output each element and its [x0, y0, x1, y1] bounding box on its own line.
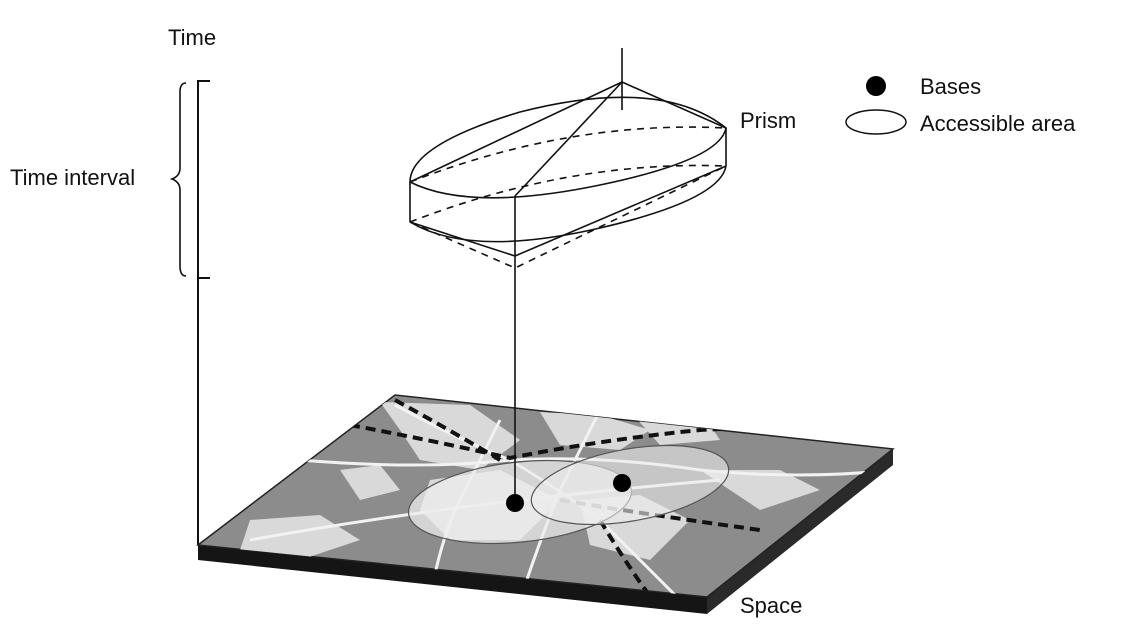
slab-front-edge	[198, 545, 707, 614]
legend-accessible-area-label: Accessible area	[920, 111, 1076, 136]
prism-back-dashed	[409, 126, 727, 223]
space-axis-label: Space	[740, 593, 803, 618]
prism-top-ellipse	[409, 96, 727, 199]
base-1	[506, 494, 524, 512]
time-interval-brace	[169, 82, 187, 277]
slab-right-edge	[707, 449, 893, 614]
prism-bottom-front	[409, 165, 727, 243]
legend-accessible-area-icon	[845, 109, 907, 135]
legend-bases-icon	[866, 76, 886, 96]
time-axis	[197, 80, 210, 545]
time-interval-label: Time interval	[10, 165, 136, 190]
prism	[409, 48, 727, 500]
legend-bases-label: Bases	[920, 74, 982, 99]
base-2	[613, 474, 631, 492]
time-axis-label: Time	[168, 25, 217, 50]
prism-label: Prism	[740, 108, 797, 133]
